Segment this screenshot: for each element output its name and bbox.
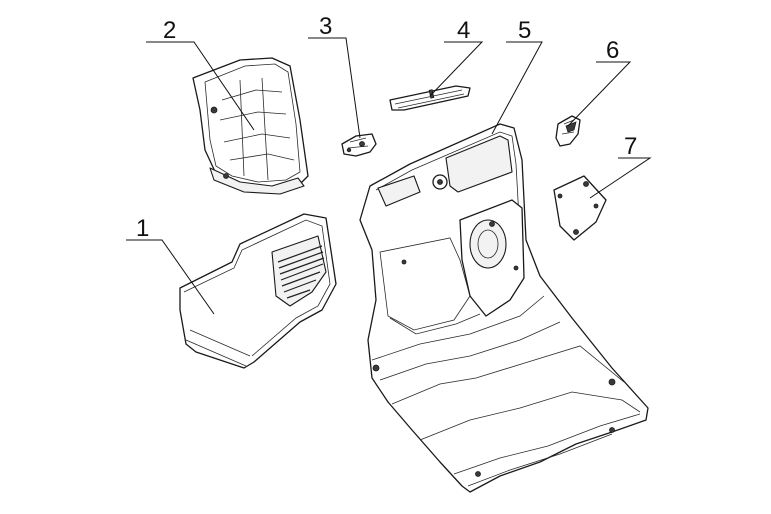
part-7-cover-plate bbox=[553, 175, 607, 241]
part-6-bracket bbox=[555, 115, 581, 147]
part-5-inner-panel bbox=[359, 123, 649, 493]
part-2-storage-bin bbox=[192, 57, 309, 195]
callout-5: 5 bbox=[518, 17, 531, 44]
callout-4: 4 bbox=[457, 17, 470, 44]
part-3-latch bbox=[341, 133, 377, 157]
callout-7: 7 bbox=[624, 133, 637, 160]
callout-leaders bbox=[126, 37, 652, 315]
callout-1: 1 bbox=[136, 215, 149, 242]
part-4-trim-strip bbox=[389, 85, 471, 111]
callout-3: 3 bbox=[319, 13, 332, 40]
callout-labels: 1 2 3 4 5 6 7 bbox=[136, 13, 637, 242]
callout-2: 2 bbox=[163, 17, 176, 44]
part-1-grille-hatch bbox=[277, 245, 325, 299]
part-1-side-panel bbox=[179, 213, 337, 369]
callout-6: 6 bbox=[606, 37, 619, 64]
